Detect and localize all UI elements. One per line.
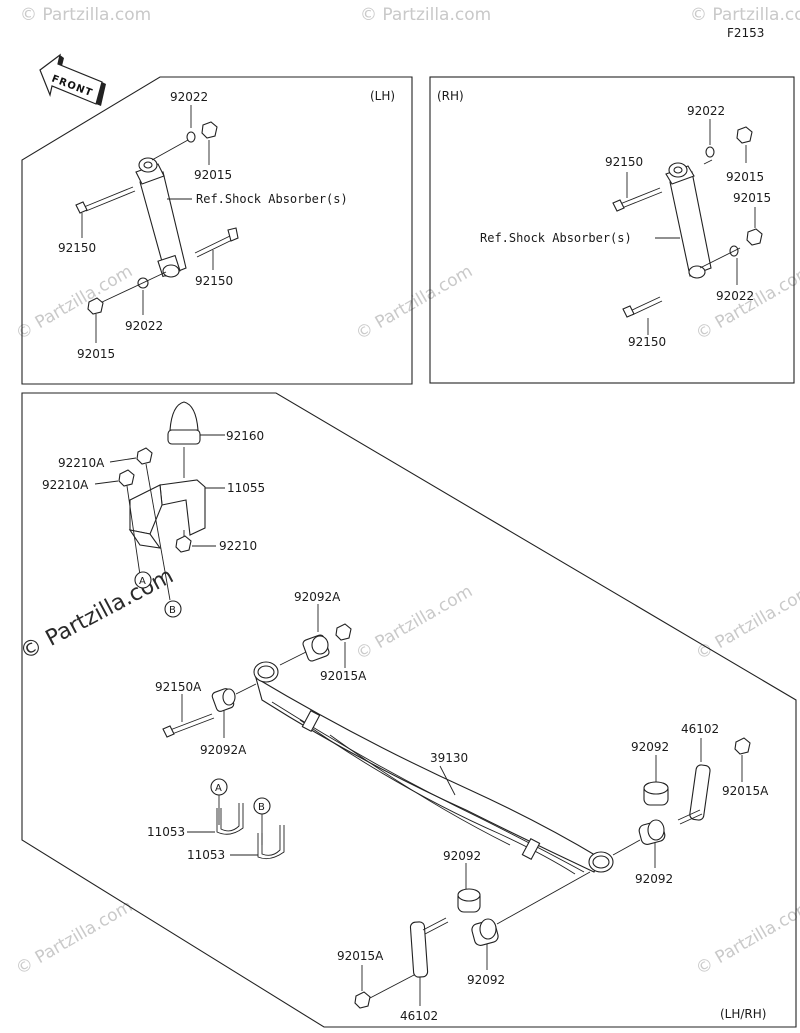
rh-shock-absorber [665, 162, 712, 279]
part-number: 11053 [187, 848, 225, 862]
part-number: 92092A [200, 743, 247, 757]
u-bolt-11053: B [253, 797, 285, 860]
front-arrow-icon: FRONT [39, 53, 106, 106]
washer-92022 [186, 131, 196, 143]
part-number: 92150 [58, 241, 96, 255]
part-number: 92015A [320, 669, 367, 683]
shackle-46102 [409, 917, 449, 978]
nut-92210 [175, 535, 192, 553]
watermarks: © Partzilla.com © Partzilla.com © Partzi… [13, 5, 800, 979]
callout-label: A [215, 783, 222, 794]
rh-shock-panel: (RH) 92022 92150 [429, 76, 795, 384]
nut-92015 [736, 126, 753, 144]
part-number: 92022 [170, 90, 208, 104]
lh-shock-absorber [135, 157, 187, 278]
bolt-92150 [194, 227, 239, 258]
watermark: © Partzilla.com [693, 581, 800, 664]
shackle-46102 [677, 764, 711, 825]
callout-label: B [258, 802, 265, 813]
part-number: 92210A [58, 456, 105, 470]
ref-shock-absorber: Ref.Shock Absorber(s) [196, 192, 348, 206]
leaf-side-label: (LH/RH) [720, 1007, 766, 1021]
part-number: 92022 [125, 319, 163, 333]
watermark: © Partzilla.com [20, 5, 151, 25]
callout-label: A [139, 576, 146, 587]
part-number: 11053 [147, 825, 185, 839]
watermark-main: © Partzilla.com [16, 564, 178, 666]
part-number: 39130 [430, 751, 468, 765]
part-number: 92015A [337, 949, 384, 963]
bolt-92150 [75, 186, 136, 214]
callout-label: B [169, 605, 176, 616]
rh-panel-border [429, 76, 795, 384]
bushing-92092 [638, 819, 666, 845]
part-number: 92015 [77, 347, 115, 361]
nut-92015 [87, 297, 104, 315]
part-number: 11055 [227, 481, 265, 495]
part-number: 92150 [605, 155, 643, 169]
watermark: © Partzilla.com [693, 896, 800, 979]
watermark: © Partzilla.com [353, 261, 477, 344]
u-bolt-11053: A [210, 778, 244, 835]
part-number: 92015 [726, 170, 764, 184]
part-number: 92160 [226, 429, 264, 443]
part-number: 92092 [635, 872, 673, 886]
part-number: 92092 [631, 740, 669, 754]
leaf-panel-border [21, 392, 797, 1028]
part-number: 92015 [194, 168, 232, 182]
bushing-92092 [471, 918, 499, 946]
watermark: © Partzilla.com [13, 261, 137, 344]
bolt-92150 [622, 296, 663, 318]
callout-b: B [164, 600, 182, 618]
bushing-92092 [457, 888, 481, 913]
leaf-spring-panel: (LH/RH) A B [21, 392, 797, 1028]
lh-side-label: (LH) [370, 89, 395, 103]
part-number: 92150 [195, 274, 233, 288]
nut-92015a [354, 991, 371, 1009]
lh-panel-border [21, 76, 413, 385]
part-number: 92150 [628, 335, 666, 349]
part-number: 92022 [716, 289, 754, 303]
bump-stop-92160 [167, 401, 201, 445]
part-number: 92210 [219, 539, 257, 553]
lh-shock-panel: (LH) [21, 76, 413, 385]
bolt-92150 [612, 187, 663, 212]
ref-shock-absorber: Ref.Shock Absorber(s) [480, 231, 632, 245]
watermark: © Partzilla.com [13, 896, 137, 979]
part-number: 46102 [400, 1009, 438, 1023]
part-number: 92092A [294, 590, 341, 604]
part-number: 92150A [155, 680, 202, 694]
part-number: 92092 [467, 973, 505, 987]
bracket-11055 [128, 479, 206, 549]
bushing-92092a [211, 688, 236, 712]
nut-92015 [201, 121, 218, 139]
watermark: © Partzilla.com [360, 5, 491, 25]
part-number: 92015 [733, 191, 771, 205]
bushing-92092a [302, 634, 330, 662]
bolt-92150a [162, 713, 215, 738]
part-number: 92022 [687, 104, 725, 118]
part-number: 92210A [42, 478, 89, 492]
watermark: © Partzilla.com [690, 5, 800, 25]
figure-code: F2153 [727, 26, 764, 40]
part-number: 92092 [443, 849, 481, 863]
part-number: 46102 [681, 722, 719, 736]
callout-a: A [134, 571, 152, 589]
bushing-92092 [643, 781, 669, 806]
nut-92015a [335, 623, 352, 641]
part-number: 92015A [722, 784, 769, 798]
nut-92015a [734, 737, 751, 755]
leaf-spring-39130 [253, 661, 614, 875]
watermark: © Partzilla.com [353, 581, 477, 664]
nut-92015 [746, 228, 763, 246]
washer-92022 [705, 146, 715, 158]
nut-92210a [118, 469, 135, 487]
rh-side-label: (RH) [437, 89, 464, 103]
nut-92210a [136, 447, 153, 465]
